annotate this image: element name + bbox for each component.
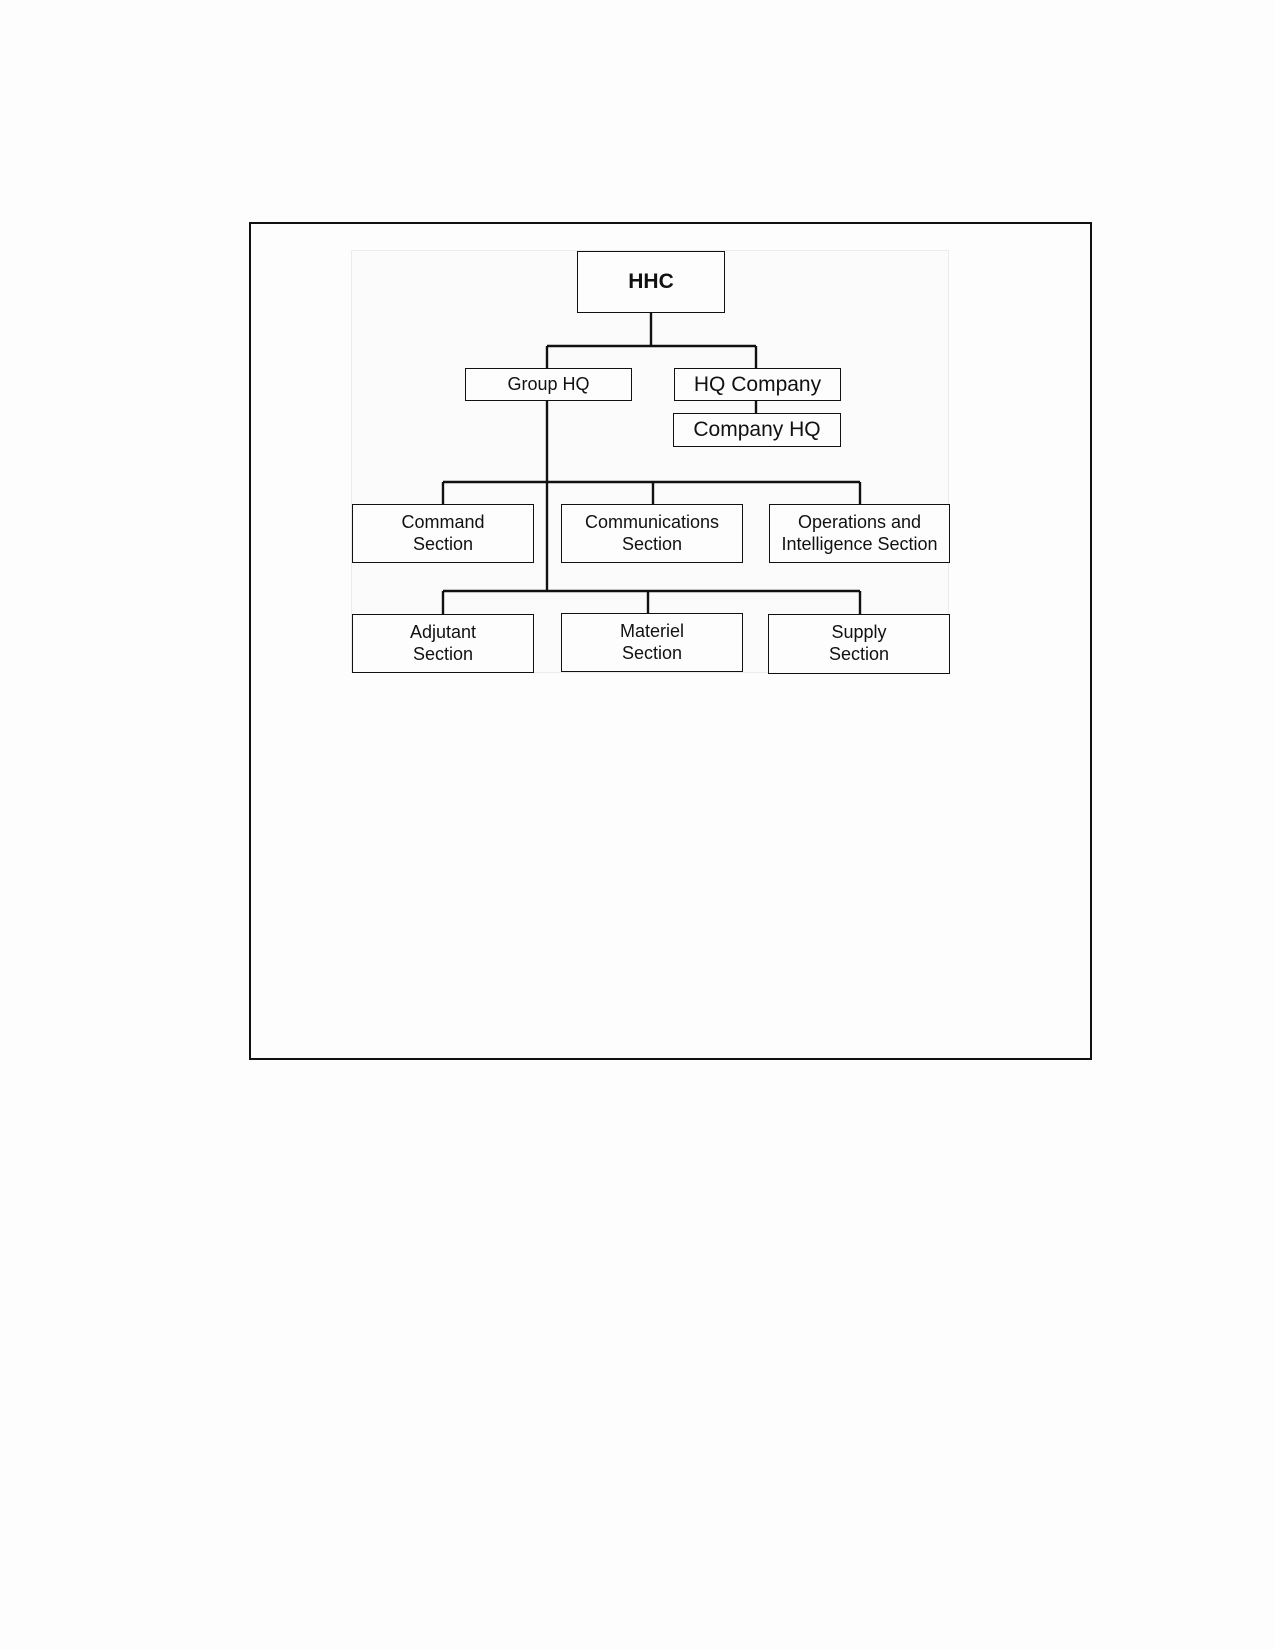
- node-hq-company-label: HQ Company: [693, 372, 822, 396]
- node-command-section-label: Command Section: [401, 511, 485, 554]
- node-company-hq-label: Company HQ: [693, 418, 821, 442]
- node-supply-section: Supply Section: [768, 614, 950, 674]
- node-supply-section-label: Supply Section: [828, 622, 890, 664]
- node-hhc: HHC: [577, 251, 725, 313]
- node-operations-intelligence-section-label: Operations and Intelligence Section: [781, 511, 938, 554]
- node-materiel-section: Materiel Section: [561, 613, 743, 672]
- node-communications-section: Communications Section: [561, 504, 743, 563]
- node-adjutant-section: Adjutant Section: [352, 614, 534, 673]
- node-company-hq: Company HQ: [673, 413, 841, 447]
- node-hq-company: HQ Company: [674, 368, 841, 401]
- node-operations-intelligence-section: Operations and Intelligence Section: [769, 504, 950, 563]
- node-adjutant-section-label: Adjutant Section: [409, 621, 477, 664]
- node-hhc-label: HHC: [628, 270, 674, 294]
- node-communications-section-label: Communications Section: [584, 511, 720, 554]
- node-group-hq-label: Group HQ: [507, 373, 590, 394]
- node-command-section: Command Section: [352, 504, 534, 563]
- node-materiel-section-label: Materiel Section: [619, 620, 685, 663]
- node-group-hq: Group HQ: [465, 368, 632, 401]
